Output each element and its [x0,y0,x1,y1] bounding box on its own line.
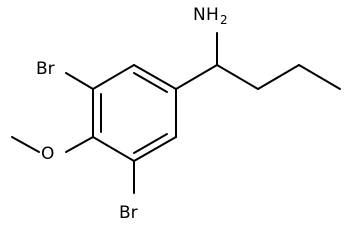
bond-oxygen-to-methyl [11,136,40,153]
bond-ring-to-alpha-carbon [175,64,218,90]
bond-ring-to-methoxy-oxygen [65,136,94,153]
methoxy-oxygen-label: O [41,144,54,164]
ring-double-bond-c5-c6 [133,133,168,154]
amine-nitrogen-label: N [193,5,206,25]
amine-hydrogen-label: H [206,5,219,25]
ring-bond-c5-c6 [133,136,177,162]
ring-substituents [11,72,135,194]
ring-bond-c4-c5 [92,136,135,162]
ring-double-bond-c1-c2 [133,72,168,93]
chemical-structure: N H 2 Br O Br [11,5,341,223]
bond-chain-c3-c4 [298,64,341,90]
bond-chain-c2-c3 [257,64,300,90]
benzene-ring [92,64,177,162]
ring-bond-c1-c2 [133,64,177,90]
ring-bond-c2-c3 [92,64,135,90]
upper-bromine-label: Br [36,59,55,79]
bond-ring-to-upper-bromine [65,72,94,90]
amine-hydrogen-count: 2 [220,13,228,27]
lower-bromine-label: Br [119,203,138,223]
bond-chain-c1-c2 [216,64,259,90]
butylamine-chain [175,32,341,90]
